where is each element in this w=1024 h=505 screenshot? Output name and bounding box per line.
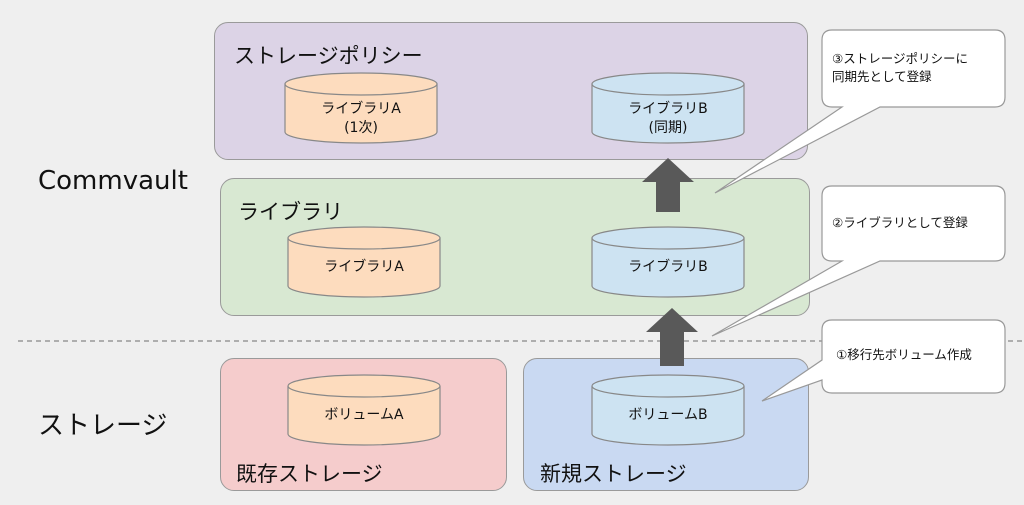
up-arrow-library-to-policy (642, 158, 694, 212)
callout-1-text: ①移行先ボリューム作成 (836, 347, 972, 362)
volume-a-cylinder: ボリュームA (287, 374, 441, 446)
callout-2 (711, 185, 1006, 337)
library-a-cylinder: ライブラリA (287, 226, 441, 298)
volume-b-cylinder: ボリュームB (591, 374, 745, 446)
library-a-label: ライブラリA (321, 101, 401, 117)
storage-label: ストレージ (38, 411, 168, 441)
library-b-cylinder: ライブラリB (591, 226, 745, 298)
callout-3-line2: 同期先として登録 (832, 69, 932, 84)
callout-2-text: ②ライブラリとして登録 (832, 215, 968, 230)
callout-3 (714, 29, 1006, 194)
library-title: ライブラリ (238, 200, 343, 224)
library-a-role: (1次) (344, 120, 378, 136)
callout-3-line1: ③ストレージポリシーに (832, 51, 968, 66)
library-b-cyl-label: ライブラリB (628, 259, 708, 275)
new-storage-title: 新規ストレージ (540, 462, 687, 486)
existing-storage-title: 既存ストレージ (236, 462, 383, 486)
commvault-label: Commvault (38, 166, 188, 196)
library-b-label: ライブラリB (628, 101, 708, 117)
library-a-primary-cylinder: ライブラリA (1次) (284, 72, 438, 144)
callout-3-text: ③ストレージポリシーに 同期先として登録 (832, 50, 1000, 86)
volume-a-label: ボリュームA (324, 407, 404, 423)
library-b-role: (同期) (648, 120, 688, 136)
library-b-sync-cylinder: ライブラリB (同期) (591, 72, 745, 144)
up-arrow-storage-to-library (646, 308, 698, 366)
library-a-cyl-label: ライブラリA (324, 259, 404, 275)
volume-b-label: ボリュームB (628, 407, 708, 423)
storage-policy-title: ストレージポリシー (234, 44, 423, 68)
callout-1 (761, 319, 1006, 402)
